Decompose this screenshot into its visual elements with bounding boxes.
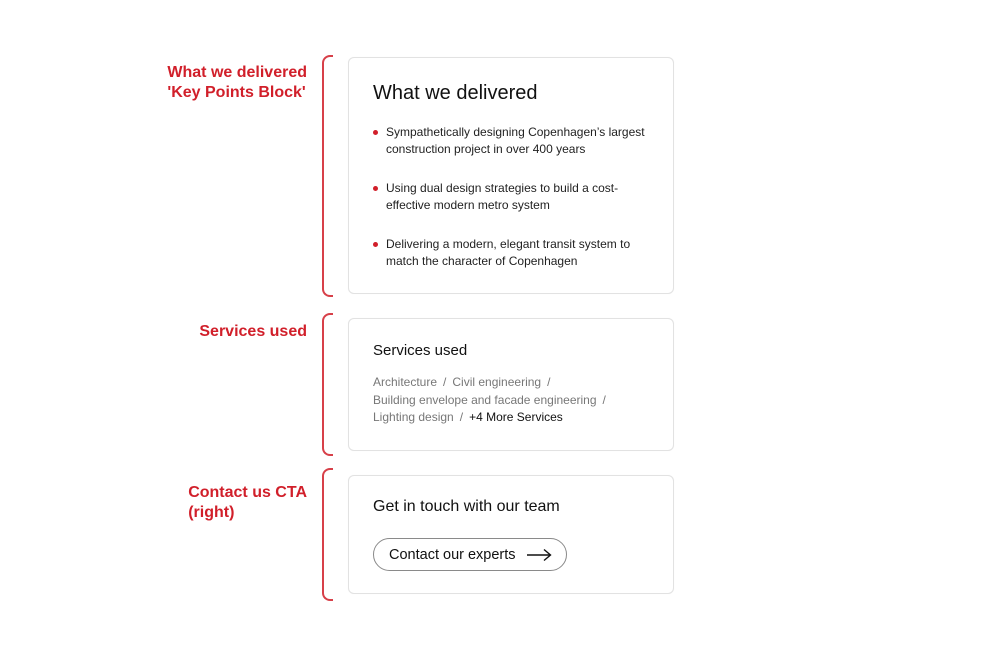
key-points-title: What we delivered bbox=[373, 82, 538, 104]
services-row: Architecture / Civil engineering / bbox=[373, 374, 663, 392]
annotation-delivered: What we delivered 'Key Points Block' bbox=[167, 63, 307, 103]
key-point-text: Sympathetically designing Copenhagen’s l… bbox=[386, 125, 645, 156]
arrow-right-icon bbox=[527, 548, 552, 562]
bracket-services bbox=[322, 313, 333, 456]
service-civil-engineering: Civil engineering bbox=[452, 375, 542, 389]
key-point-text: Using dual design strategies to build a … bbox=[386, 181, 619, 212]
annotation-contact-line1: Contact us CTA bbox=[188, 484, 307, 501]
contact-button-label: Contact our experts bbox=[389, 546, 516, 563]
contact-experts-button[interactable]: Contact our experts bbox=[373, 538, 567, 571]
bracket-contact bbox=[322, 468, 333, 601]
contact-title: Get in touch with our team bbox=[373, 498, 560, 515]
bullet-dot-icon bbox=[373, 242, 378, 247]
key-point-item: Sympathetically designing Copenhagen’s l… bbox=[373, 124, 648, 158]
service-separator: / bbox=[602, 392, 606, 407]
contact-cta-card: Get in touch with our team Contact our e… bbox=[348, 475, 674, 594]
key-point-item: Delivering a modern, elegant transit sys… bbox=[373, 236, 648, 270]
services-row: Building envelope and facade engineering… bbox=[373, 392, 663, 410]
key-points-card: What we delivered Sympathetically design… bbox=[348, 57, 674, 294]
annotation-services-line1: Services used bbox=[199, 323, 307, 340]
services-card: Services used Architecture / Civil enginee… bbox=[348, 318, 674, 451]
bracket-delivered bbox=[322, 55, 333, 297]
key-point-item: Using dual design strategies to build a … bbox=[373, 180, 648, 214]
more-services-link[interactable]: +4 More Services bbox=[469, 410, 563, 424]
service-architecture: Architecture bbox=[373, 375, 438, 389]
service-separator: / bbox=[459, 410, 464, 424]
services-row: Lighting design / +4 More Services bbox=[373, 409, 663, 427]
service-lighting-design: Lighting design bbox=[373, 410, 454, 424]
services-title: Services used bbox=[373, 342, 468, 359]
annotation-services: Services used bbox=[199, 322, 307, 342]
service-separator: / bbox=[443, 375, 447, 389]
service-separator: / bbox=[547, 375, 551, 389]
key-points-list: Sympathetically designing Copenhagen’s l… bbox=[373, 124, 648, 292]
bullet-dot-icon bbox=[373, 130, 378, 135]
annotation-contact-line2: (right) bbox=[188, 504, 235, 521]
key-point-text: Delivering a modern, elegant transit sys… bbox=[386, 237, 631, 268]
bullet-dot-icon bbox=[373, 186, 378, 191]
service-building-envelope: Building envelope and facade engineering bbox=[373, 392, 597, 407]
annotation-contact: Contact us CTA (right) bbox=[188, 483, 307, 523]
services-list: Architecture / Civil engineering / Building… bbox=[373, 374, 663, 427]
annotation-delivered-line1: What we delivered bbox=[167, 64, 307, 81]
annotation-delivered-line2: 'Key Points Block' bbox=[167, 84, 306, 101]
